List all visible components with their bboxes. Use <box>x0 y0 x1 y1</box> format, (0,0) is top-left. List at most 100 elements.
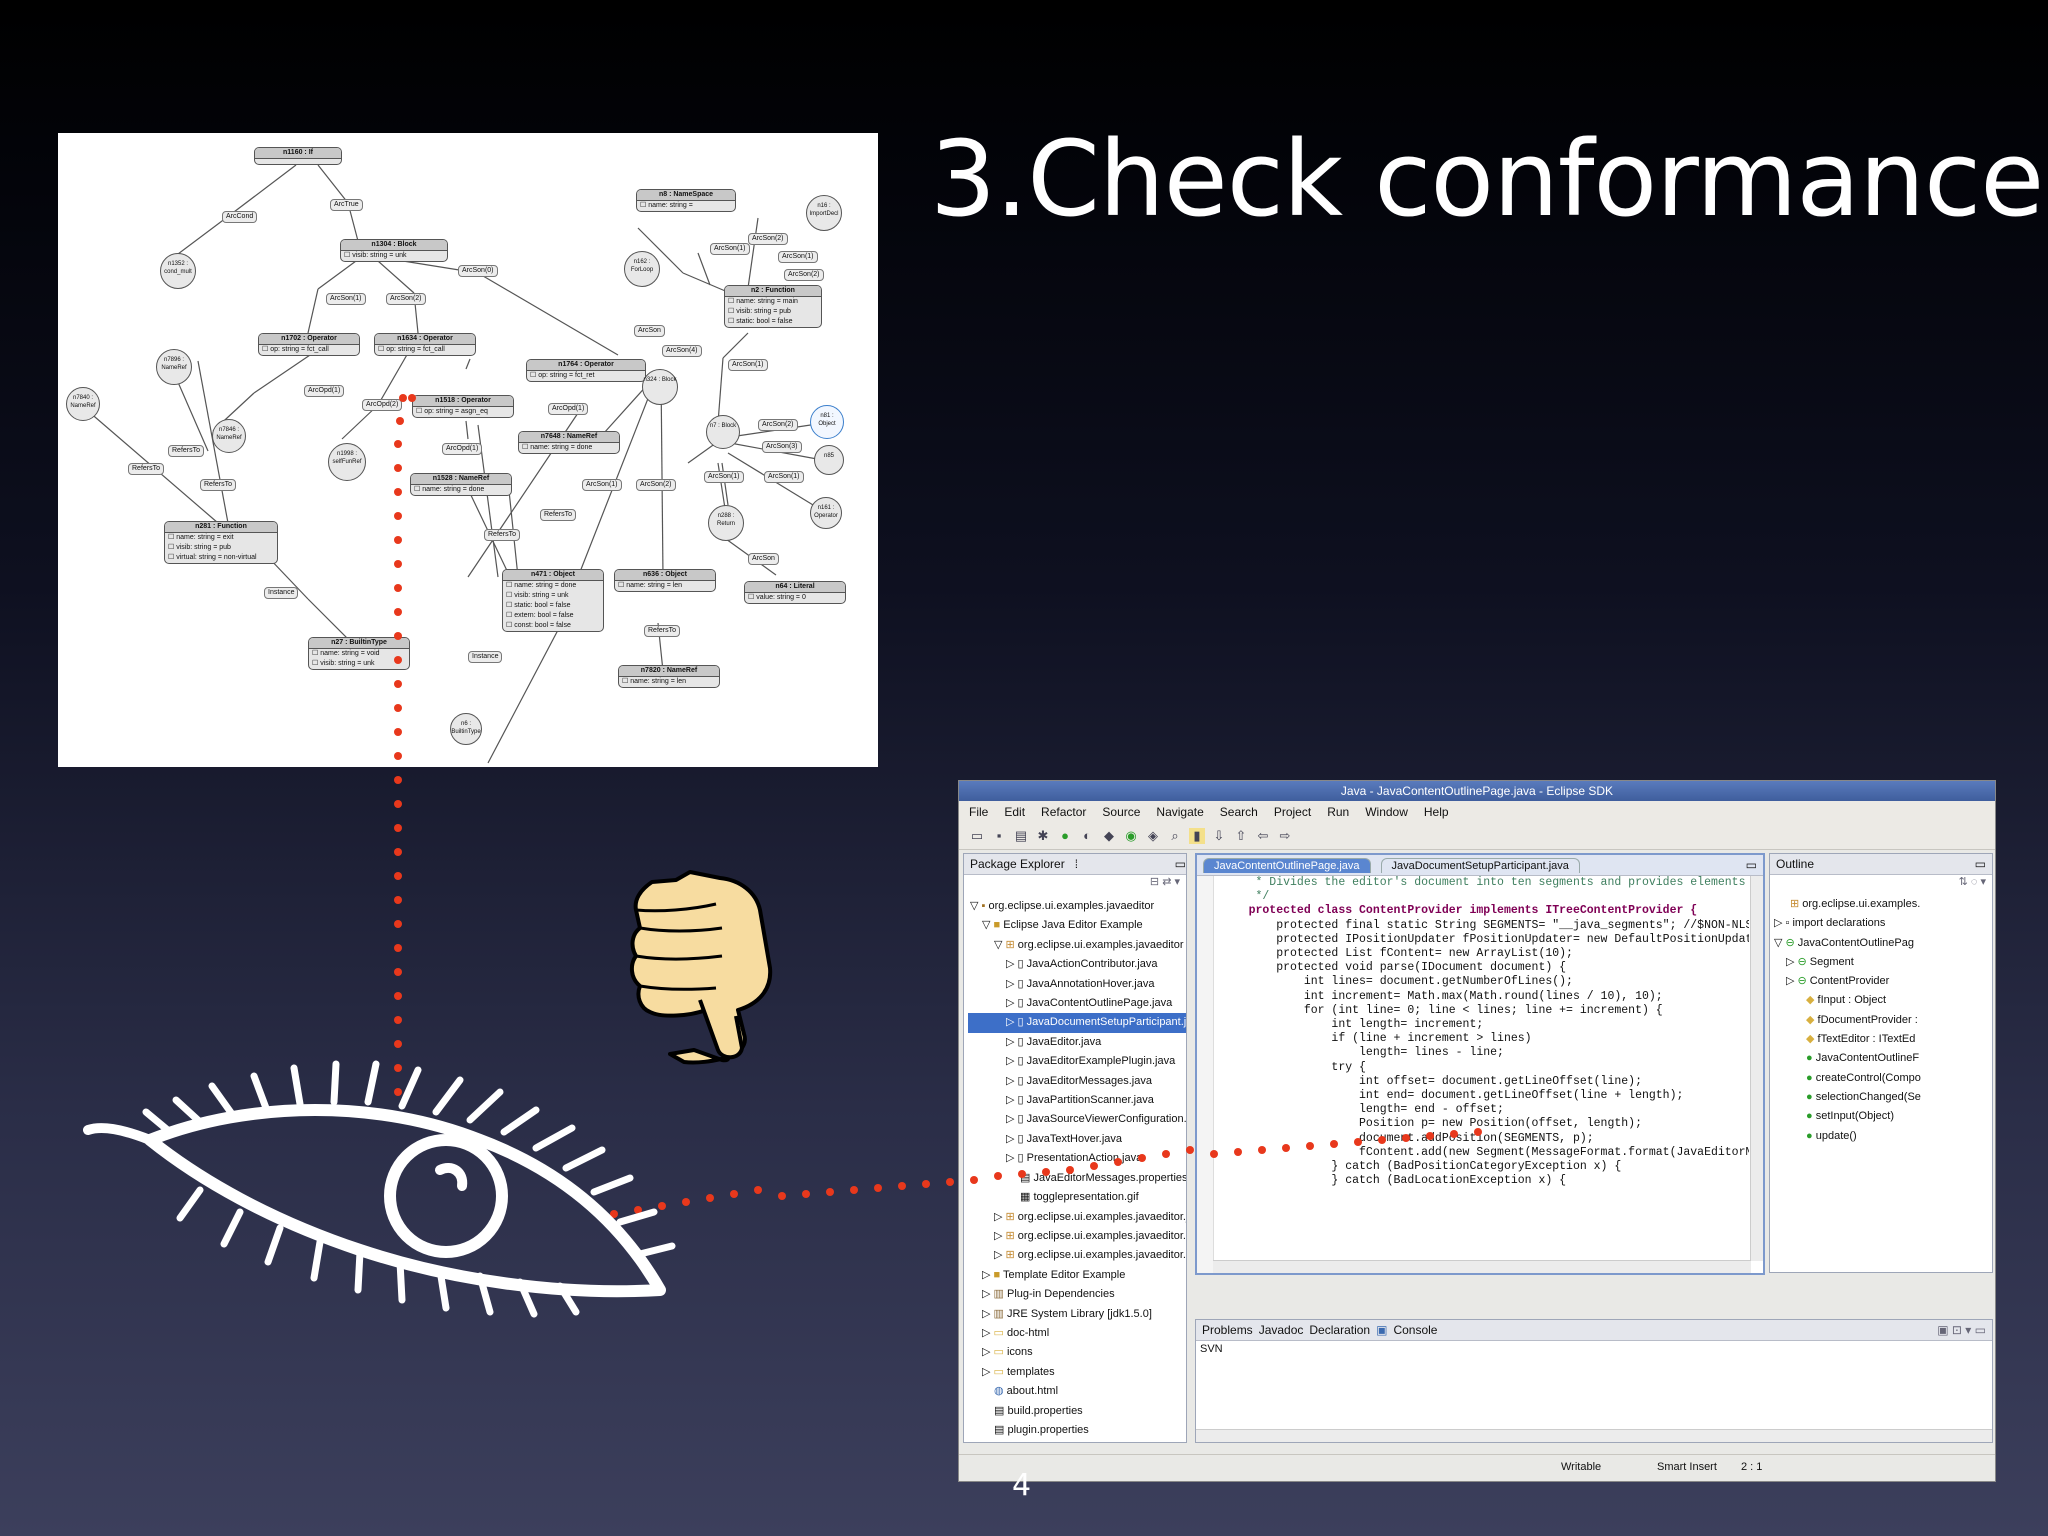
tree-item[interactable]: ▷ ⊞ org.eclipse.ui.examples.javaeditor.h… <box>994 1249 1186 1262</box>
tree-item[interactable]: ▷ ▯ JavaEditorExamplePlugin.java <box>1006 1055 1176 1068</box>
menu-source[interactable]: Source <box>1102 805 1141 819</box>
menu-edit[interactable]: Edit <box>1004 805 1026 819</box>
vertical-scrollbar[interactable] <box>1750 876 1763 1261</box>
package-explorer-tab[interactable]: Package Explorer <box>970 857 1065 871</box>
save-icon[interactable]: ▪ <box>996 828 1002 843</box>
outline-item[interactable]: ● createControl(Compo <box>1806 1071 1921 1084</box>
collapse-all-icon[interactable]: ⊟ <box>1149 876 1160 888</box>
debug-icon[interactable]: ✱ <box>1037 828 1049 843</box>
new-java-project-icon[interactable]: ◆ <box>1104 828 1114 843</box>
tree-item[interactable]: ▷ ▥ Plug-in Dependencies <box>982 1288 1115 1301</box>
print-icon[interactable]: ▤ <box>1014 828 1028 843</box>
tree-item[interactable]: ▷ ▯ JavaEditorMessages.java <box>1006 1074 1152 1087</box>
outline-item[interactable]: ● update() <box>1806 1129 1857 1142</box>
menu-help[interactable]: Help <box>1423 805 1449 819</box>
outline-item[interactable]: ◆ fTextEditor : ITextEd <box>1806 1033 1916 1046</box>
tree-item[interactable]: ▷ ▯ JavaEditor.java <box>1006 1035 1102 1048</box>
tree-item[interactable]: ▷ ■ Template Editor Example <box>982 1268 1126 1281</box>
outline-item[interactable]: ● JavaContentOutlineF <box>1806 1052 1920 1065</box>
menu-project[interactable]: Project <box>1273 805 1312 819</box>
link-with-editor-icon[interactable]: ⇄ <box>1162 876 1172 888</box>
outline-tab[interactable]: Outline <box>1776 857 1815 871</box>
tree-item[interactable]: ▷ ▯ JavaAnnotationHover.java <box>1006 977 1155 990</box>
tree-item[interactable]: ▤ build.properties <box>994 1404 1083 1417</box>
view-menu-icon[interactable]: ▾ <box>1980 876 1986 888</box>
search-icon[interactable]: ⌕ <box>1171 828 1179 843</box>
new-class-icon[interactable]: ◉ <box>1125 828 1137 843</box>
hierarchy-icon[interactable]: ⁞ <box>1074 857 1079 871</box>
code-line: * Divides the editor's document into ten… <box>1221 876 1746 889</box>
outline-item[interactable]: ◆ fDocumentProvider : <box>1806 1013 1918 1026</box>
graph-node-attr: const: bool = false <box>503 621 603 631</box>
graph-node: n1634 : Operatorop: string = fct_call <box>374 333 476 356</box>
menu-search[interactable]: Search <box>1219 805 1258 819</box>
minimize-icon[interactable]: ▭ <box>1174 857 1186 871</box>
tree-item[interactable]: ▷ ▭ templates <box>982 1365 1055 1378</box>
problems-tab[interactable]: Problems <box>1202 1323 1253 1337</box>
tree-item[interactable]: ▷ ▥ JRE System Library [jdk1.5.0] <box>982 1307 1152 1320</box>
tree-item[interactable]: ▽ ⊞ org.eclipse.ui.examples.javaeditor <box>994 938 1184 951</box>
hide-fields-icon[interactable]: ◌ <box>1970 876 1978 888</box>
console-tab[interactable]: Console <box>1393 1323 1438 1337</box>
code-line: protected void parse(IDocument document)… <box>1221 961 1567 975</box>
outline-item[interactable]: ▷ ▫ import declarations <box>1774 917 1886 930</box>
outline-item[interactable]: ▽ ⊖ JavaContentOutlinePag <box>1774 936 1914 949</box>
back-icon[interactable]: ⇦ <box>1257 828 1269 843</box>
tree-item[interactable]: ▷ ▯ JavaTextHover.java <box>1006 1132 1123 1145</box>
menu-navigate[interactable]: Navigate <box>1156 805 1204 819</box>
graph-node-attr: virtual: string = non-virtual <box>165 553 277 563</box>
tree-item-selected[interactable]: ▷ ▯ JavaDocumentSetupParticipant.java <box>968 1013 1186 1033</box>
menu-file[interactable]: File <box>969 805 989 819</box>
horizontal-scrollbar[interactable] <box>1196 1429 1992 1442</box>
run-icon[interactable]: ● <box>1061 828 1069 843</box>
tree-item[interactable]: ▽ ■ Eclipse Java Editor Example <box>982 919 1143 932</box>
sort-icon[interactable]: ⇅ <box>1958 876 1968 888</box>
outline-item[interactable]: ▷ ⊖ Segment <box>1786 955 1854 968</box>
tree-item[interactable]: ▷ ▯ JavaPartitionScanner.java <box>1006 1094 1154 1107</box>
menu-refactor[interactable]: Refactor <box>1041 805 1087 819</box>
menu-run[interactable]: Run <box>1327 805 1350 819</box>
code-editor[interactable]: * Divides the editor's document into ten… <box>1197 876 1763 1273</box>
outline-item[interactable]: ● selectionChanged(Se <box>1806 1090 1921 1103</box>
tree-item[interactable]: ▤ JavaEditorMessages.properties <box>1020 1171 1186 1184</box>
graph-node-title: n1634 : Operator <box>375 334 475 345</box>
new-icon[interactable]: ▭ <box>970 828 984 843</box>
minimize-icon[interactable]: ▭ <box>1974 857 1986 871</box>
forward-icon[interactable]: ⇨ <box>1279 828 1291 843</box>
graph-node-attr: value: string = 0 <box>745 593 845 603</box>
graph-node: n7648 : NameRefname: string = done <box>518 431 620 454</box>
outline-item[interactable]: ● setInput(Object) <box>1806 1110 1894 1123</box>
outline-item[interactable]: ▷ ⊖ ContentProvider <box>1786 975 1890 988</box>
editor-tab[interactable]: JavaDocumentSetupParticipant.java <box>1380 857 1580 873</box>
open-type-icon[interactable]: ◈ <box>1148 828 1158 843</box>
tree-item[interactable]: ◍ about.html <box>994 1385 1059 1398</box>
outline-item[interactable]: ⊞ org.eclipse.ui.examples. <box>1790 898 1921 910</box>
external-tools-icon[interactable]: ◐ <box>1083 828 1091 843</box>
tree-item[interactable]: ▷ ▯ PresentationAction.java <box>1006 1152 1143 1165</box>
tree-item[interactable]: ▽ ▪ org.eclipse.ui.examples.javaeditor <box>970 900 1155 912</box>
tree-item[interactable]: ▤ plugin.properties <box>994 1423 1089 1436</box>
tree-item[interactable]: ▷ ▯ JavaSourceViewerConfiguration.java <box>1006 1113 1186 1126</box>
tree-item[interactable]: ▷ ▭ icons <box>982 1346 1033 1359</box>
view-menu-icon[interactable]: ▾ <box>1174 876 1180 888</box>
tree-item[interactable]: ▷ ▯ JavaContentOutlinePage.java <box>1006 997 1173 1010</box>
tree-item[interactable]: ▷ ▭ doc-html <box>982 1326 1050 1339</box>
graph-node: n1528 : NameRefname: string = done <box>410 473 512 496</box>
outline-item[interactable]: ◆ fInput : Object <box>1806 994 1887 1007</box>
annotation-next-icon[interactable]: ⇩ <box>1213 828 1225 843</box>
graph-node-title: n7648 : NameRef <box>519 432 619 443</box>
tree-item[interactable]: ▷ ▯ JavaActionContributor.java <box>1006 958 1158 971</box>
tree-item[interactable]: ▷ ⊞ org.eclipse.ui.examples.javaeditor.j… <box>994 1210 1186 1223</box>
javadoc-tab[interactable]: Javadoc <box>1258 1323 1304 1337</box>
maximize-icon[interactable]: ▭ <box>1745 858 1757 872</box>
declaration-tab[interactable]: Declaration <box>1309 1323 1371 1337</box>
menu-window[interactable]: Window <box>1365 805 1408 819</box>
annotation-prev-icon[interactable]: ⇧ <box>1235 828 1247 843</box>
console-toolbar-icons[interactable]: ▣ ⊡ ▾ ▭ <box>1937 1323 1986 1337</box>
editor-tab-active[interactable]: JavaContentOutlinePage.java <box>1203 857 1371 873</box>
horizontal-scrollbar[interactable] <box>1213 1260 1751 1273</box>
edge-label: ArcSon(1) <box>728 359 768 371</box>
toggle-mark-icon[interactable]: ▮ <box>1189 828 1205 844</box>
tree-item[interactable]: ▦ togglepresentation.gif <box>1020 1191 1139 1204</box>
tree-item[interactable]: ▷ ⊞ org.eclipse.ui.examples.javaeditor.u… <box>994 1229 1186 1242</box>
